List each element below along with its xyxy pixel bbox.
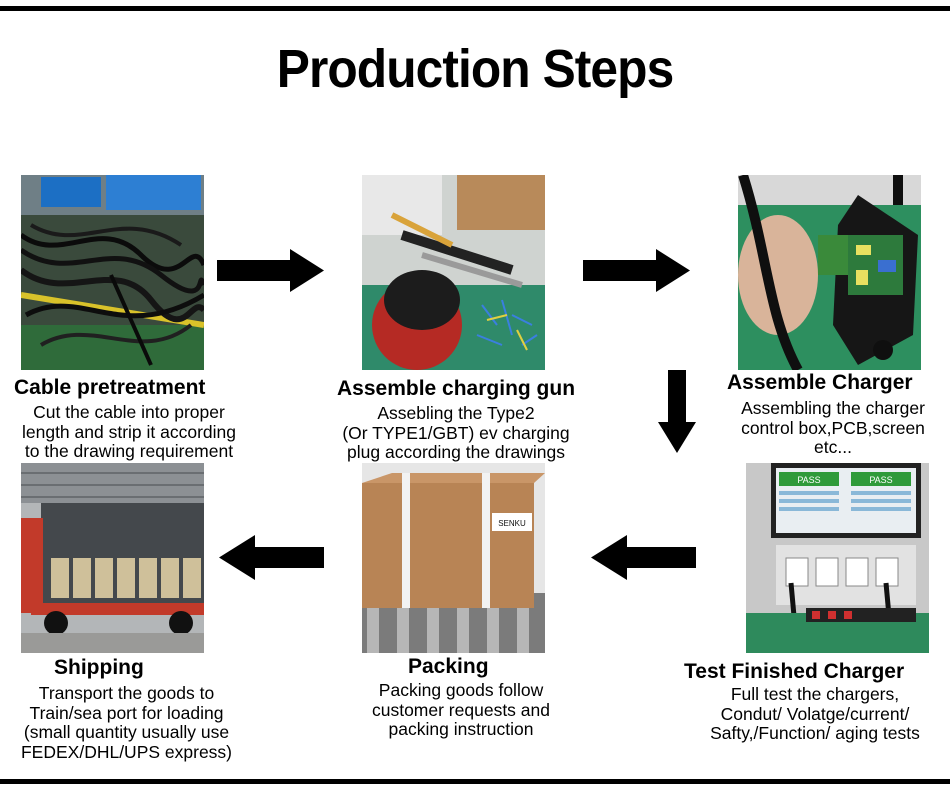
test-charger-photo: PASS PASS bbox=[746, 463, 929, 653]
step-cable-desc-line: to the drawing requirement bbox=[24, 441, 234, 461]
arrow-left-2-icon bbox=[219, 535, 324, 580]
step-gun-title: Assemble charging gun bbox=[337, 377, 576, 400]
step-packing-desc-line: packing instruction bbox=[388, 719, 534, 739]
page-title: Production Steps bbox=[276, 39, 674, 99]
arrow-right-2-icon bbox=[583, 249, 690, 292]
step-gun-desc-line: (Or TYPE1/GBT) ev charging bbox=[342, 422, 570, 443]
step-shipping-title: Shipping bbox=[54, 656, 144, 679]
step-packing-title: Packing bbox=[408, 655, 489, 678]
pass-label-right: PASS bbox=[869, 475, 892, 485]
step-charger-title: Assemble Charger bbox=[727, 371, 913, 394]
step-test-desc: Full test the chargers, Condut/ Volatge/… bbox=[688, 684, 942, 744]
step-charger-desc: Assembling the charger control box,PCB,s… bbox=[720, 398, 946, 458]
arrow-right-1-icon bbox=[217, 249, 324, 292]
step-packing-desc-line: Packing goods follow bbox=[378, 680, 544, 700]
step-shipping-desc: Transport the goods to Train/sea port fo… bbox=[4, 683, 249, 762]
step-packing-desc: Packing goods follow customer requests a… bbox=[350, 680, 572, 740]
step-charger-desc-line: Assembling the charger bbox=[741, 398, 925, 418]
assemble-charger-photo bbox=[738, 175, 921, 370]
step-gun-desc-line: Assebling the Type2 bbox=[377, 403, 535, 423]
step-packing-desc-line: customer requests and bbox=[371, 699, 550, 720]
step-charger-desc-line: control box,PCB,screen bbox=[741, 417, 925, 438]
pass-label-left: PASS bbox=[797, 475, 820, 485]
step-test-desc-line: Safty,/Function/ aging tests bbox=[710, 723, 920, 743]
assemble-gun-photo bbox=[362, 175, 545, 370]
box-brand-label: SENKU bbox=[498, 519, 526, 528]
step-test-title: Test Finished Charger bbox=[684, 660, 905, 683]
step-shipping-desc-line: FEDEX/DHL/UPS express) bbox=[20, 741, 233, 762]
step-charger-desc-line: etc... bbox=[814, 437, 852, 457]
top-border bbox=[0, 6, 950, 11]
step-cable-title: Cable pretreatment bbox=[14, 376, 206, 399]
step-test-desc-line: Full test the chargers, bbox=[730, 684, 900, 704]
step-shipping-desc-line: Train/sea port for loading bbox=[29, 702, 224, 723]
packing-photo: SENKU bbox=[362, 463, 545, 653]
step-gun-desc-line: plug according the drawings bbox=[347, 442, 565, 462]
arrow-left-1-icon bbox=[591, 535, 696, 580]
step-cable-desc: Cut the cable into proper length and str… bbox=[0, 402, 258, 462]
step-test-desc-line: Condut/ Volatge/current/ bbox=[720, 703, 910, 724]
step-shipping-desc-line: Transport the goods to bbox=[38, 683, 215, 703]
cable-pretreatment-photo bbox=[21, 175, 204, 370]
step-cable-desc-line: length and strip it according bbox=[21, 421, 237, 442]
step-shipping-desc-line: (small quantity usually use bbox=[23, 722, 230, 742]
arrow-down-icon bbox=[658, 370, 696, 453]
shipping-photo bbox=[21, 463, 204, 653]
step-cable-desc-line: Cut the cable into proper bbox=[33, 402, 225, 422]
bottom-border bbox=[0, 779, 950, 784]
step-gun-desc: Assebling the Type2 (Or TYPE1/GBT) ev ch… bbox=[318, 403, 594, 463]
